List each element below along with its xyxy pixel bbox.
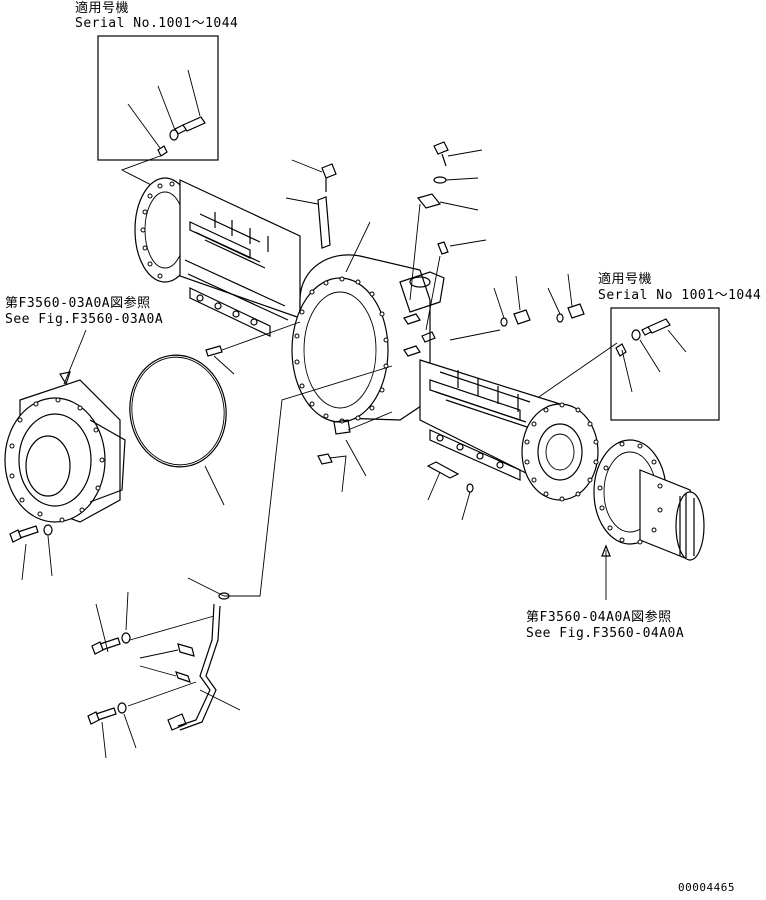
axle-housing: [134, 177, 599, 502]
inset-right-serial: Serial No 1001～1044: [598, 288, 762, 303]
reference-left-jp: 第F3560-03A0A図参照: [5, 296, 151, 311]
reference-left-en: See Fig.F3560-03A0A: [5, 312, 164, 327]
oil-pipe-assembly: [87, 365, 393, 759]
inset-box-top-left: [97, 35, 219, 209]
pins-and-seals: [205, 321, 474, 521]
inset-top-left-title-jp: 適用号機: [75, 1, 130, 16]
inset-box-right: [519, 307, 720, 421]
lower-left-bolts: [9, 524, 53, 581]
inset-top-left-serial: Serial No.1001～1044: [75, 16, 239, 31]
reference-right-en: See Fig.F3560-04A0A: [526, 626, 685, 641]
drawing-number: 00004465: [678, 881, 735, 894]
inset-right-title-jp: 適用号機: [598, 272, 653, 287]
right-hub-assembly: [593, 439, 705, 600]
reference-right-jp: 第F3560-04A0A図参照: [526, 610, 672, 625]
top-fasteners: [285, 141, 585, 341]
left-hub-assembly: [4, 329, 126, 523]
o-ring-gasket: [129, 354, 227, 506]
